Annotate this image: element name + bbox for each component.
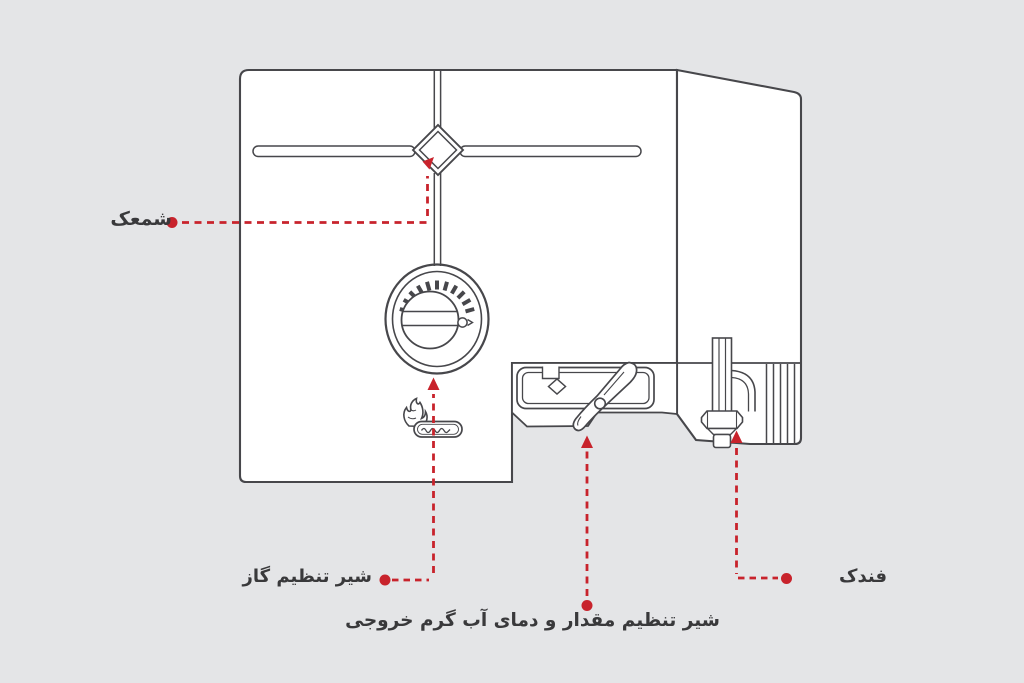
pilot-arrowhead — [422, 157, 434, 170]
igniter-elbow-inner — [731, 376, 750, 412]
water-valve-dot — [581, 600, 593, 611]
panel-notch — [541, 366, 560, 380]
igniter-rod — [711, 337, 733, 413]
logo-script — [420, 427, 451, 434]
brand-flame-logo — [403, 397, 463, 438]
flame-icon — [403, 397, 428, 428]
water-valve-callout — [581, 435, 593, 611]
gas-valve-dot — [379, 574, 391, 586]
side-panel — [675, 68, 803, 446]
lever-pivot — [593, 397, 607, 410]
gas-valve-arrowhead — [427, 377, 440, 390]
knob-outer-ring — [384, 263, 490, 375]
annotations — [166, 157, 792, 611]
logo-cartouche — [413, 420, 463, 438]
gas-valve-callout — [379, 377, 440, 586]
knob-pointer — [457, 317, 468, 328]
control-knob — [384, 263, 490, 375]
side-vents — [765, 364, 796, 444]
front-panel — [238, 68, 679, 484]
lever-handle — [572, 361, 638, 432]
panel-diamond — [547, 377, 567, 396]
igniter-elbow-outer — [731, 369, 756, 412]
water-valve-arrowhead — [581, 435, 593, 448]
knob-disc — [400, 290, 460, 350]
gas-valve-label: شیر تنظیم گاز — [242, 566, 372, 587]
panel-inner — [521, 371, 650, 405]
burner-bar — [252, 145, 642, 158]
knob-pointer-nub — [467, 318, 474, 327]
outlet-water-valve-label: شیر تنظیم مقدار و دمای آب گرم خروجی — [345, 610, 720, 631]
igniter-tip — [712, 433, 732, 449]
knob-second-ring — [391, 270, 483, 368]
igniter-hex-nut — [700, 410, 744, 430]
pilot-dot — [166, 217, 178, 228]
pilot-callout — [166, 157, 434, 228]
igniter-label: فندک — [839, 566, 887, 587]
burner-bar-right — [459, 145, 642, 158]
pilot-label: شمعک — [110, 208, 172, 230]
water-lever — [572, 361, 638, 432]
igniter-assembly — [700, 337, 756, 449]
igniter-dot — [781, 573, 792, 584]
igniter-arrowhead — [730, 430, 743, 443]
burner-bar-left — [252, 145, 416, 158]
igniter-taper — [705, 427, 739, 436]
igniter-callout — [730, 430, 792, 584]
